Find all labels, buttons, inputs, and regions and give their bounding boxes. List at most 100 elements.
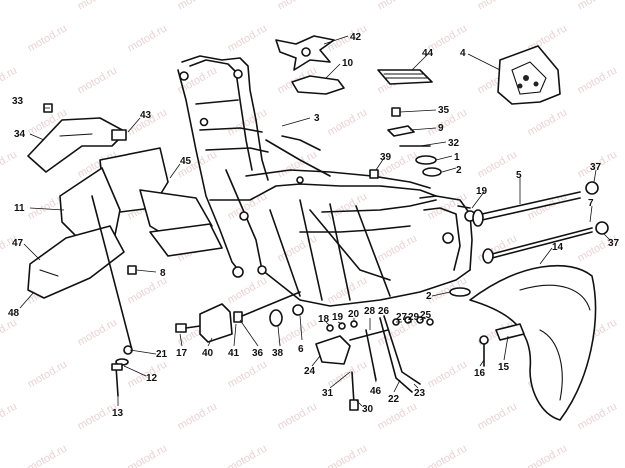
swingarm-bolt-long <box>472 181 599 227</box>
callout-28: 28 <box>364 306 376 317</box>
callout-37b: 37 <box>608 238 620 249</box>
engine-mount-bolt-long <box>482 221 609 264</box>
watermark-text: motod.ru <box>426 358 470 390</box>
tool-kit-pouch <box>497 45 561 105</box>
callout-43: 43 <box>140 110 152 121</box>
grommet-38 <box>269 309 283 327</box>
callout-34: 34 <box>14 129 26 140</box>
watermark-text: motod.ru <box>176 64 220 96</box>
callout-24: 24 <box>304 366 316 377</box>
callout-15: 15 <box>498 362 510 373</box>
rear-mudguard <box>27 167 125 299</box>
watermark-text: motod.ru <box>576 400 620 432</box>
callout-3: 3 <box>314 113 320 124</box>
watermark-text: motod.ru <box>226 442 270 468</box>
callout-35: 35 <box>438 105 450 116</box>
watermark-text: motod.ru <box>326 190 370 222</box>
watermark-text: motod.ru <box>576 64 620 96</box>
watermark-text: motod.ru <box>226 274 270 306</box>
callout-16: 16 <box>474 368 486 379</box>
callout-41: 41 <box>228 348 240 359</box>
watermark-text: motod.ru <box>426 442 470 468</box>
callout-19a: 19 <box>476 186 488 197</box>
callout-14: 14 <box>552 242 564 253</box>
parts-layer <box>27 35 609 421</box>
watermark-text: motod.ru <box>176 400 220 432</box>
callout-47: 47 <box>12 238 24 249</box>
watermark-text: motod.ru <box>126 274 170 306</box>
callout-6: 6 <box>298 344 304 355</box>
callout-32: 32 <box>448 138 460 149</box>
watermark-text: motod.ru <box>26 442 70 468</box>
watermark-text: motod.ru <box>0 316 19 348</box>
callout-18: 18 <box>318 314 330 325</box>
callout-45: 45 <box>180 156 192 167</box>
watermark-text: motod.ru <box>326 442 370 468</box>
callout-5: 5 <box>516 170 522 181</box>
watermark-text: motod.ru <box>26 358 70 390</box>
callout-44: 44 <box>422 48 434 59</box>
callout-8: 8 <box>160 268 166 279</box>
callout-39: 39 <box>380 152 392 163</box>
callout-26: 26 <box>378 306 390 317</box>
washer-6 <box>292 304 304 316</box>
callout-7: 7 <box>588 198 594 209</box>
watermark-text: motod.ru <box>226 22 270 54</box>
rear-fender <box>469 264 597 421</box>
watermark-text: motod.ru <box>0 64 19 96</box>
callout-10: 10 <box>342 58 354 69</box>
callout-12: 12 <box>146 373 158 384</box>
watermark-text: motod.ru <box>0 148 19 180</box>
callout-2a: 2 <box>456 165 462 176</box>
watermark-text: motod.ru <box>276 400 320 432</box>
watermark-text: motod.ru <box>276 148 320 180</box>
mudguard-bracket <box>99 129 223 257</box>
watermark-text: motod.ru <box>176 0 220 13</box>
watermark-text: motod.ru <box>576 0 620 13</box>
callout-17: 17 <box>176 348 188 359</box>
watermark-text: motod.ru <box>0 400 19 432</box>
watermark-text: motod.ru <box>376 232 420 264</box>
fender-bolt-clip <box>479 323 525 367</box>
watermark-text: motod.ru <box>326 22 370 54</box>
grille-pad <box>377 69 433 85</box>
callout-13: 13 <box>112 408 124 419</box>
watermark-text: motod.ru <box>476 148 520 180</box>
callout-19b: 19 <box>332 312 344 323</box>
bolt-19 <box>457 205 471 209</box>
watermark-text: motod.ru <box>226 358 270 390</box>
lower-left-fasteners <box>91 195 137 397</box>
watermark-text: motod.ru <box>76 0 120 13</box>
watermark-text: motod.ru <box>376 400 420 432</box>
watermark-text: motod.ru <box>276 0 320 13</box>
callout-30: 30 <box>362 404 374 415</box>
watermark-text: motod.ru <box>476 0 520 13</box>
nut-39 <box>369 169 379 179</box>
watermark-text: motod.ru <box>526 106 570 138</box>
side-stand-bracket <box>175 291 301 343</box>
watermark-text: motod.ru <box>0 0 19 13</box>
callout-40: 40 <box>202 348 214 359</box>
watermark-text: motod.ru <box>476 400 520 432</box>
callout-20: 20 <box>348 309 360 320</box>
callout-46: 46 <box>370 386 382 397</box>
main-frame <box>177 55 476 307</box>
watermark-text: motod.ru <box>126 22 170 54</box>
callout-labels: 1 2 2 3 4 5 6 7 8 9 10 11 12 13 14 15 16… <box>8 32 620 419</box>
callout-27: 27 <box>396 312 408 323</box>
washer-2-lower <box>449 287 471 297</box>
watermark-text: motod.ru <box>376 0 420 13</box>
watermark-text: motod.ru <box>226 106 270 138</box>
leader-lines <box>19 35 611 407</box>
callout-36: 36 <box>252 348 264 359</box>
callout-42: 42 <box>350 32 362 43</box>
watermark-text: motod.ru <box>126 442 170 468</box>
callout-25: 25 <box>420 310 432 321</box>
callout-48: 48 <box>8 308 20 319</box>
watermark-text: motod.ru <box>76 64 120 96</box>
callout-33: 33 <box>12 96 24 107</box>
callout-38: 38 <box>272 348 284 359</box>
watermark-text: motod.ru <box>76 316 120 348</box>
callout-11: 11 <box>14 203 25 214</box>
